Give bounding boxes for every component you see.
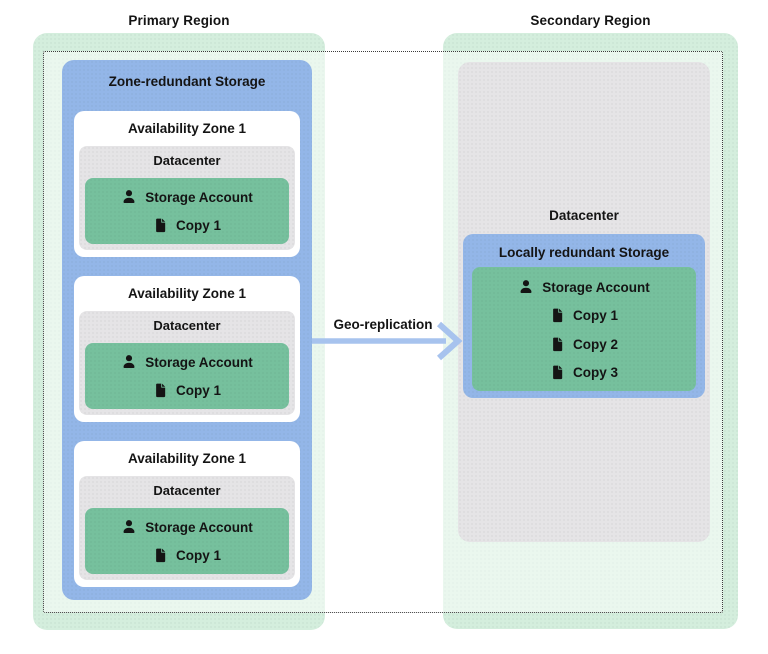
availability-zone-title: Availability Zone 1	[127, 451, 247, 466]
copy-label: Copy 1	[175, 547, 221, 563]
storage-account-row: Storage Account	[472, 273, 696, 302]
copy-label: Copy 1	[572, 308, 618, 324]
copy-row: Copy 1	[472, 302, 696, 331]
copy-row: Copy 2	[472, 330, 696, 359]
document-icon	[156, 548, 166, 562]
document-icon	[553, 365, 563, 380]
locally-redundant-storage-box: Locally redundant Storage Storage Accoun…	[463, 234, 705, 398]
copy-row: Copy 1	[85, 541, 289, 569]
storage-account-label: Storage Account	[145, 519, 253, 535]
storage-account-row: Storage Account	[85, 183, 289, 211]
availability-zone-box: Availability Zone 1 Datacenter Storage A…	[74, 441, 300, 587]
storage-account-box: Storage Account Copy 1	[85, 343, 289, 409]
person-icon	[123, 355, 135, 368]
copy-row: Copy 1	[85, 376, 289, 404]
datacenter-box: Datacenter Storage Account Copy 1	[79, 311, 295, 415]
storage-account-box: Storage Account Copy 1	[85, 508, 289, 574]
person-icon	[520, 280, 532, 294]
person-icon	[123, 190, 135, 203]
storage-account-box: Storage Account Copy 1	[85, 178, 289, 244]
copy-row: Copy 1	[85, 211, 289, 239]
storage-account-row: Storage Account	[85, 513, 289, 541]
copy-label: Copy 1	[175, 217, 221, 233]
secondary-datacenter-title: Datacenter	[549, 208, 619, 223]
datacenter-box: Datacenter Storage Account Copy 1	[79, 146, 295, 250]
storage-account-label: Storage Account	[145, 189, 253, 205]
availability-zone-title: Availability Zone 1	[127, 121, 247, 136]
copy-label: Copy 1	[175, 382, 221, 398]
copy-row: Copy 3	[472, 359, 696, 388]
primary-region-title: Primary Region	[128, 13, 230, 28]
copy-label: Copy 2	[572, 336, 618, 352]
document-icon	[553, 308, 563, 323]
availability-zone-title: Availability Zone 1	[127, 286, 247, 301]
datacenter-title: Datacenter	[153, 483, 221, 498]
datacenter-title: Datacenter	[153, 153, 221, 168]
zone-redundant-storage-box: Zone-redundant Storage Availability Zone…	[62, 60, 312, 600]
geo-replication-label: Geo-replication	[333, 317, 433, 332]
availability-zone-box: Availability Zone 1 Datacenter Storage A…	[74, 276, 300, 422]
storage-account-label: Storage Account	[542, 279, 650, 295]
document-icon	[156, 218, 166, 232]
document-icon	[156, 383, 166, 397]
copy-label: Copy 3	[572, 365, 618, 381]
storage-account-label: Storage Account	[145, 354, 253, 370]
datacenter-box: Datacenter Storage Account Copy 1	[79, 476, 295, 580]
storage-account-box: Storage Account Copy 1 Copy 2 Copy 3	[472, 267, 696, 391]
locally-redundant-storage-title: Locally redundant Storage	[498, 245, 670, 260]
zone-redundant-storage-title: Zone-redundant Storage	[108, 74, 266, 89]
secondary-datacenter-box: Datacenter Locally redundant Storage Sto…	[458, 62, 710, 542]
datacenter-title: Datacenter	[153, 318, 221, 333]
person-icon	[123, 520, 135, 533]
availability-zone-box: Availability Zone 1 Datacenter Storage A…	[74, 111, 300, 257]
secondary-region-title: Secondary Region	[530, 13, 651, 28]
storage-account-row: Storage Account	[85, 348, 289, 376]
document-icon	[553, 337, 563, 351]
